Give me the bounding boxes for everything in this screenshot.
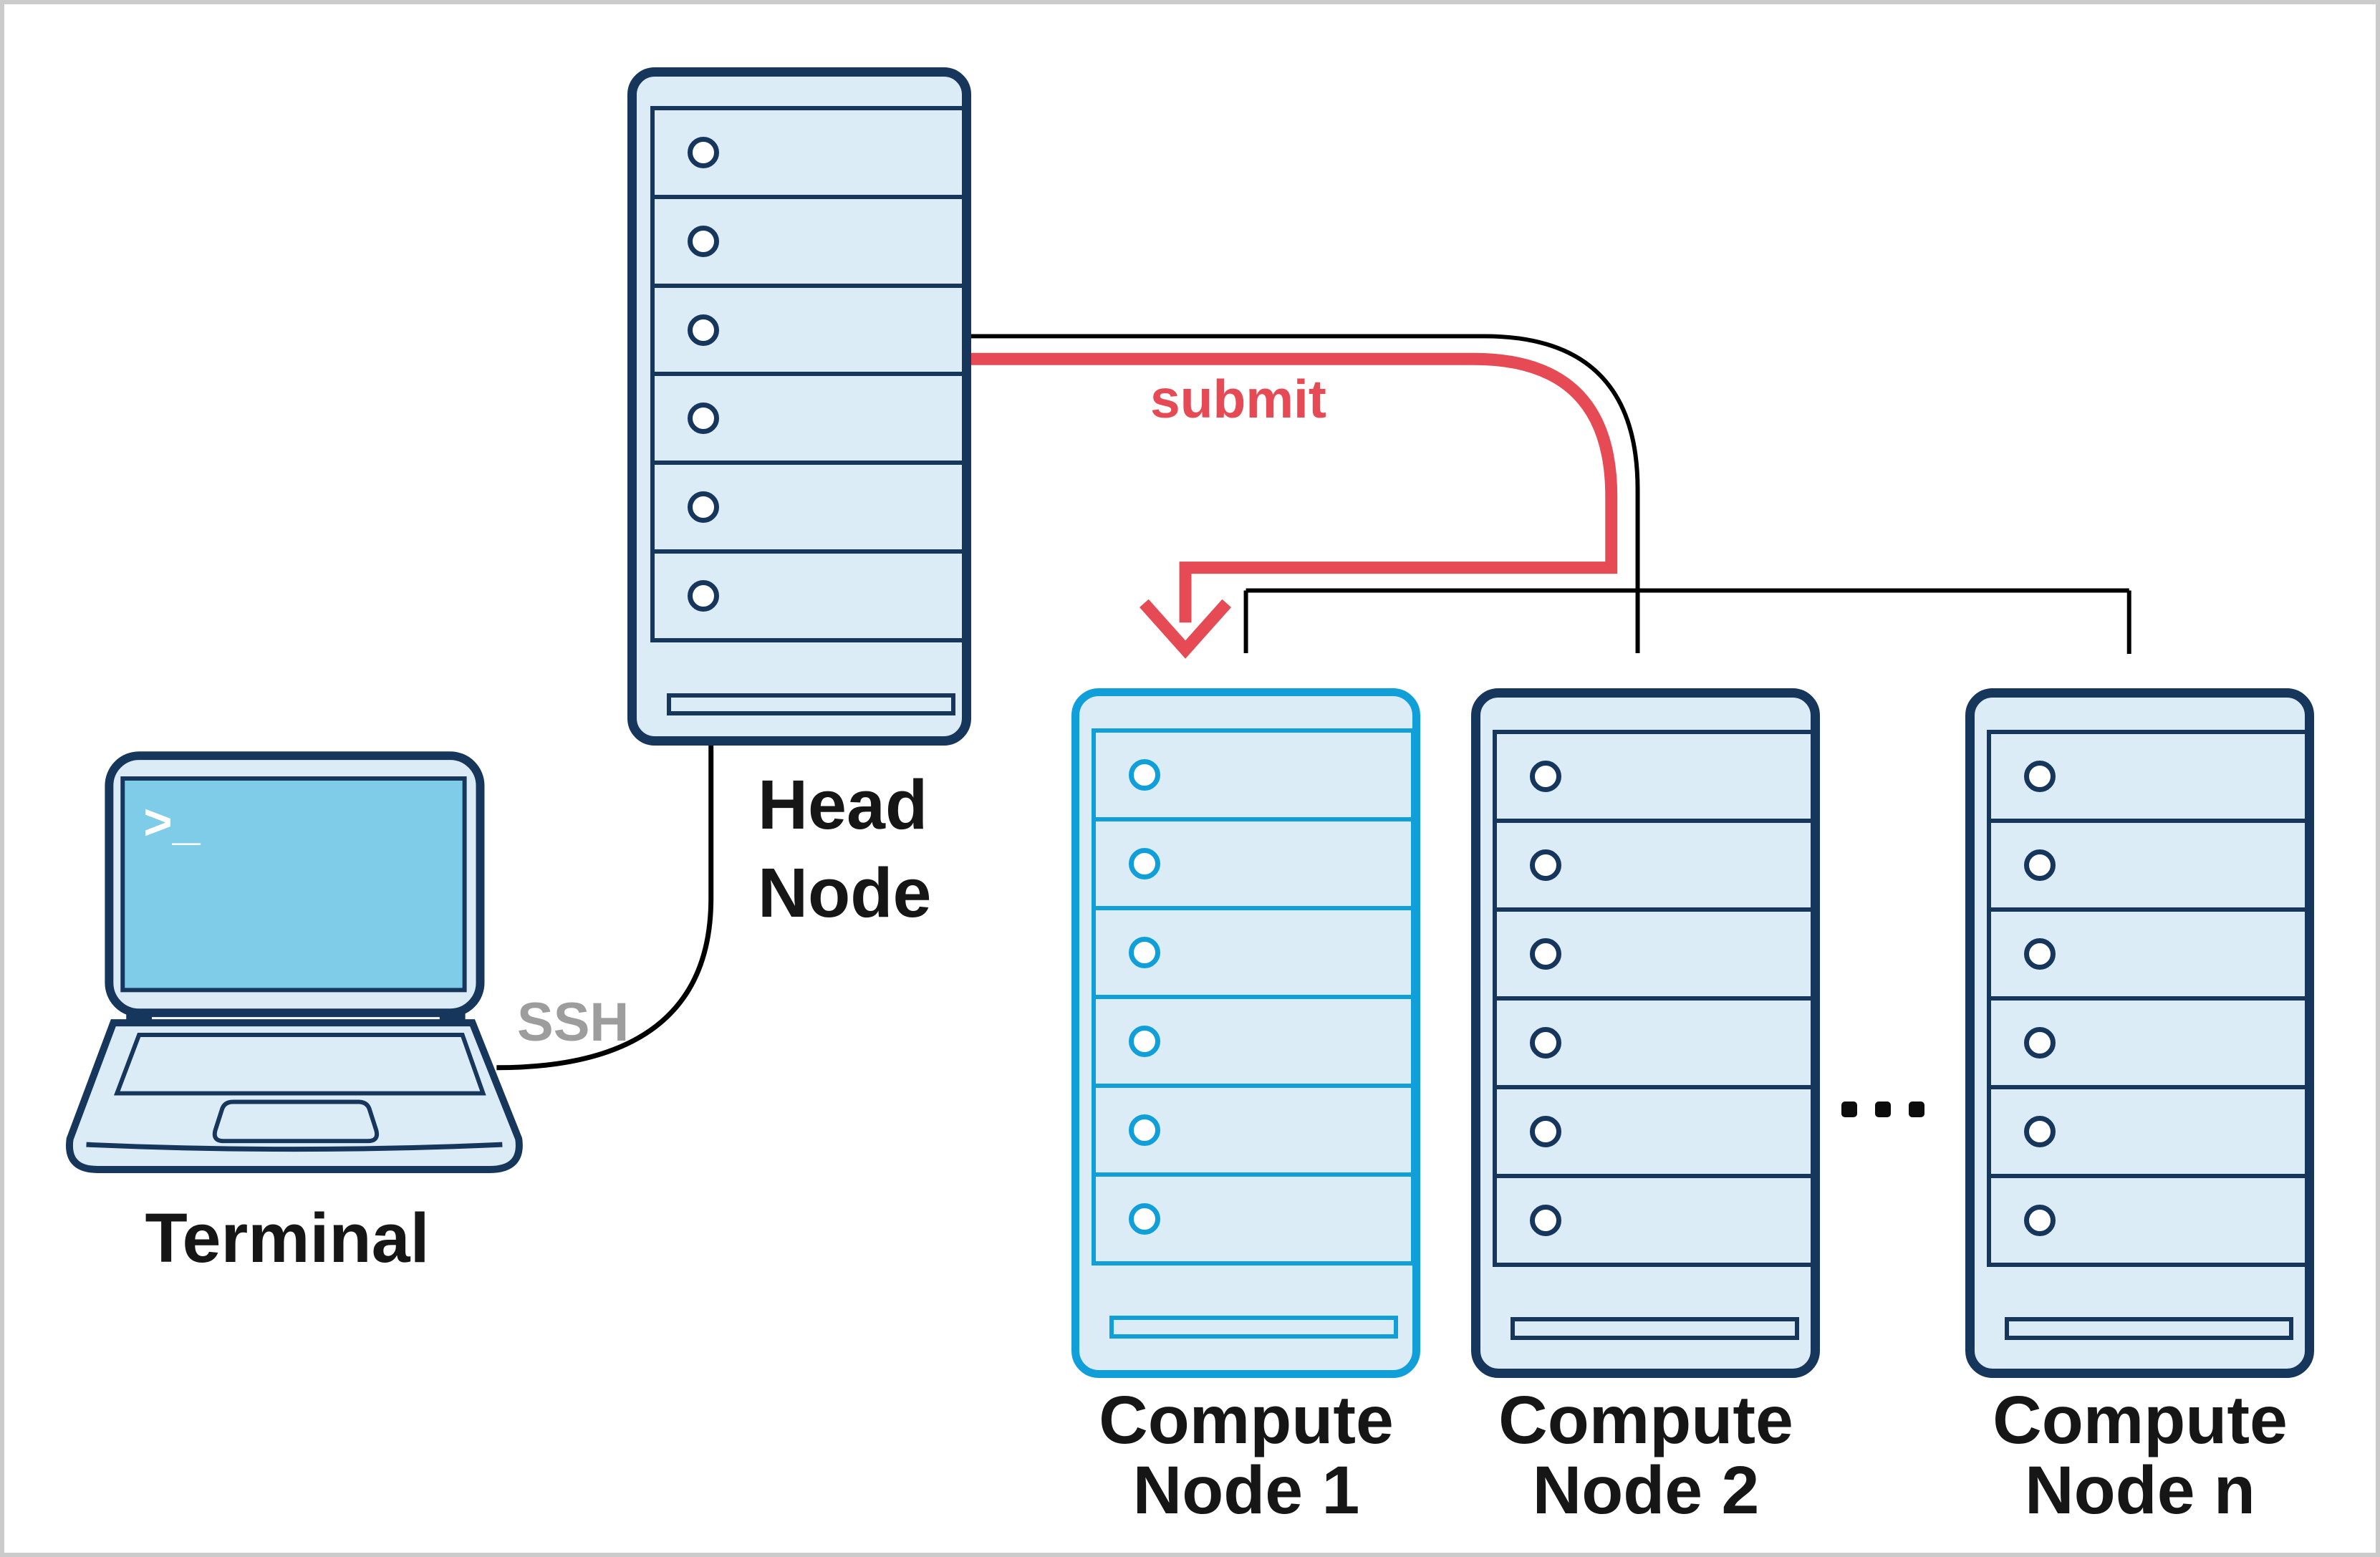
drive-bay bbox=[1991, 996, 2306, 1085]
compute-node-2-bays bbox=[1493, 730, 1816, 1267]
ssh-line bbox=[496, 744, 714, 1071]
laptop-screen bbox=[120, 776, 467, 993]
compute-node-1-server bbox=[1071, 688, 1420, 1378]
laptop-keyboard bbox=[113, 1033, 486, 1096]
drive-bay bbox=[1096, 1084, 1411, 1172]
bay-button-icon bbox=[1129, 937, 1160, 968]
compute-node-n-vent-slot bbox=[2005, 1317, 2293, 1340]
drive-bay bbox=[1991, 907, 2306, 996]
bay-button-icon bbox=[1129, 759, 1160, 791]
laptop-front-edge bbox=[86, 1142, 503, 1152]
drive-bay bbox=[1991, 734, 2306, 819]
bay-button-icon bbox=[1129, 1203, 1160, 1235]
drive-bay bbox=[655, 372, 966, 461]
compute-node-n-label: Compute Node n bbox=[1993, 1382, 2288, 1528]
compute-node-2-vent-slot bbox=[1511, 1317, 1799, 1340]
drive-bay bbox=[1497, 819, 1812, 907]
bay-button-icon bbox=[688, 136, 719, 168]
drive-bay bbox=[1497, 1174, 1812, 1263]
compute-node-1-bays bbox=[1092, 728, 1415, 1266]
bay-button-icon bbox=[688, 225, 719, 257]
bay-button-icon bbox=[2024, 938, 2056, 970]
bay-button-icon bbox=[1530, 938, 1561, 970]
compute-node-1-label: Compute Node 1 bbox=[1099, 1382, 1394, 1528]
head-node-label: Head Node bbox=[758, 766, 932, 932]
bay-button-icon bbox=[1129, 848, 1160, 879]
ssh-label: SSH bbox=[517, 992, 630, 1053]
laptop-icon: >_ bbox=[66, 751, 523, 1173]
drive-bay bbox=[1096, 817, 1411, 906]
bay-button-icon bbox=[1129, 1114, 1160, 1146]
diagram-artwork: >_ bbox=[66, 334, 2131, 1173]
drive-bay bbox=[1096, 995, 1411, 1084]
drive-bay bbox=[1096, 906, 1411, 995]
bay-button-icon bbox=[1530, 1027, 1561, 1059]
submit-arrow-path bbox=[969, 352, 1618, 623]
submit-label: submit bbox=[1150, 369, 1326, 429]
head-to-bus-line bbox=[966, 334, 1640, 653]
compute-node-2-server bbox=[1471, 688, 1820, 1378]
drive-bay bbox=[1497, 907, 1812, 996]
bay-button-icon bbox=[688, 580, 719, 612]
terminal-prompt: >_ bbox=[143, 794, 201, 850]
drive-bay bbox=[1497, 996, 1812, 1085]
head-node-vent-slot bbox=[667, 693, 955, 715]
bay-button-icon bbox=[1530, 761, 1561, 792]
bay-button-icon bbox=[1530, 849, 1561, 881]
ellipsis-dot bbox=[1909, 1102, 1924, 1117]
ellipsis-dots bbox=[1841, 1102, 1942, 1117]
drive-bay bbox=[655, 461, 966, 549]
laptop-base bbox=[66, 1019, 523, 1173]
head-node-server bbox=[627, 67, 971, 746]
bay-button-icon bbox=[688, 314, 719, 346]
drive-bay bbox=[1497, 1085, 1812, 1174]
bay-button-icon bbox=[2024, 1116, 2056, 1147]
bay-button-icon bbox=[1129, 1026, 1160, 1057]
bay-button-icon bbox=[2024, 849, 2056, 881]
drive-bay bbox=[655, 110, 966, 195]
head-node-bays bbox=[650, 106, 970, 642]
compute-node-n-bays bbox=[1987, 730, 2311, 1267]
drive-bay bbox=[1991, 1085, 2306, 1174]
drive-bay bbox=[655, 549, 966, 638]
ellipsis-dot bbox=[1875, 1102, 1891, 1117]
compute-node-1-vent-slot bbox=[1109, 1316, 1398, 1339]
bay-button-icon bbox=[1530, 1116, 1561, 1147]
bay-button-icon bbox=[688, 491, 719, 524]
drive-bay bbox=[1497, 734, 1812, 819]
laptop-touchpad bbox=[212, 1099, 380, 1144]
drive-bay bbox=[1096, 733, 1411, 817]
drive-bay bbox=[1991, 1174, 2306, 1263]
terminal-label: Terminal bbox=[145, 1199, 430, 1277]
bay-button-icon bbox=[2024, 1027, 2056, 1059]
bay-button-icon bbox=[688, 402, 719, 435]
drive-bay bbox=[655, 283, 966, 372]
drive-bay bbox=[655, 194, 966, 284]
compute-node-2-label: Compute Node 2 bbox=[1498, 1382, 1793, 1528]
bay-button-icon bbox=[2024, 761, 2056, 792]
drive-bay bbox=[1096, 1172, 1411, 1261]
bay-button-icon bbox=[2024, 1205, 2056, 1236]
ellipsis-dot bbox=[1841, 1102, 1857, 1117]
drive-bay bbox=[1991, 819, 2306, 907]
compute-node-n-server bbox=[1965, 688, 2314, 1378]
submit-arrowhead-icon bbox=[1140, 599, 1232, 659]
bay-button-icon bbox=[1530, 1205, 1561, 1236]
